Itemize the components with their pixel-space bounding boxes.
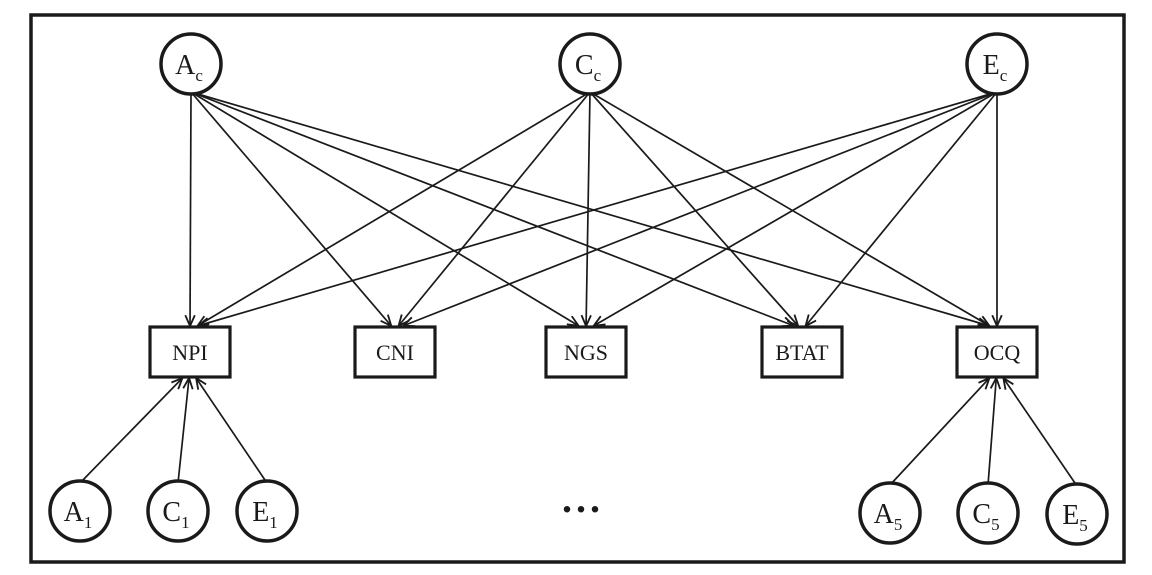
indicator-factor-label-C1: C1: [162, 497, 189, 532]
indicator-factor-label-main-C1: C: [162, 497, 181, 528]
path-arrow-C5-OCQ: [987, 379, 996, 486]
indicator-factor-label-sub-E1: 1: [269, 513, 278, 532]
indicator-factor-label-main-E5: E: [1062, 500, 1079, 531]
observed-label-CNI: CNI: [376, 340, 414, 365]
path-arrow-Ec-CNI: [404, 91, 998, 326]
latent-factor-circle-Cc: [558, 32, 622, 96]
latent-factor-Ec: Ec: [965, 32, 1029, 96]
indicator-factor-label-main-A5: A: [874, 499, 895, 530]
indicator-factor-E1: E1: [235, 479, 299, 543]
path-arrow-Ec-NGS: [594, 91, 998, 326]
observed-box-BTAT: BTAT: [760, 325, 844, 379]
indicator-factor-circle-C5: [956, 481, 1020, 545]
indicator-factor-label-main-E1: E: [252, 497, 269, 528]
indicator-factor-circle-E1: [235, 479, 299, 543]
path-arrow-Ac-NGS: [190, 91, 578, 326]
figure-border: [29, 13, 1126, 564]
latent-factor-label-sub-Ac: c: [195, 66, 203, 85]
indicator-factor-label-A1: A1: [64, 497, 93, 532]
observed-box-CNI: CNI: [353, 325, 437, 379]
path-arrow-Cc-OCQ: [589, 91, 989, 326]
indicator-factor-circle-A5: [858, 481, 922, 545]
observed-label-BTAT: BTAT: [775, 340, 829, 365]
indicator-factor-C1: C1: [146, 479, 210, 543]
latent-factor-label-sub-Cc: c: [594, 66, 602, 85]
latent-factor-label-Cc: Cc: [575, 50, 602, 85]
latent-factor-label-Ec: Ec: [983, 50, 1008, 85]
indicator-factor-label-main-A1: A: [64, 497, 85, 528]
latent-factor-label-sub-Ec: c: [1000, 66, 1008, 85]
latent-factor-circle-Ac: [159, 32, 223, 96]
observed-rect-OCQ: [955, 325, 1039, 379]
path-arrow-A5-OCQ: [889, 379, 989, 486]
latent-factor-Cc: Cc: [558, 32, 622, 96]
path-arrow-Ec-NPI: [199, 91, 998, 326]
indicator-factor-label-sub-C1: 1: [181, 513, 190, 532]
indicator-factor-label-E5: E5: [1062, 500, 1088, 535]
indicator-factor-circle-C1: [146, 479, 210, 543]
indicator-factor-label-sub-C5: 5: [991, 515, 1000, 534]
indicator-factor-A1: A1: [48, 479, 112, 543]
indicator-factor-E5: E5: [1045, 482, 1109, 546]
path-arrow-Ac-OCQ: [190, 91, 988, 326]
path-arrow-A1-NPI: [79, 379, 182, 484]
indicator-factor-label-E1: E1: [252, 497, 278, 532]
path-arrow-Cc-CNI: [399, 91, 591, 326]
latent-factor-label-main-Ec: E: [983, 50, 1000, 81]
indicator-factor-label-A5: A5: [874, 499, 903, 534]
observed-box-NPI: NPI: [148, 325, 232, 379]
observed-label-OCQ: OCQ: [974, 340, 1021, 365]
indicator-factor-label-C5: C5: [972, 499, 999, 534]
path-arrow-E1-NPI: [196, 379, 268, 484]
observed-rect-BTAT: [760, 325, 844, 379]
indicator-factor-circle-E5: [1045, 482, 1109, 546]
latent-factor-label-main-Ac: A: [175, 50, 196, 81]
observed-rect-NGS: [544, 325, 628, 379]
latent-factor-label-Ac: Ac: [175, 50, 203, 85]
path-arrow-C1-NPI: [177, 379, 189, 484]
path-arrow-E5-OCQ: [1004, 379, 1078, 487]
path-arrow-Cc-NPI: [198, 91, 591, 326]
latent-factor-circle-Ec: [965, 32, 1029, 96]
latent-factor-Ac: Ac: [159, 32, 223, 96]
indicator-factor-label-main-C5: C: [972, 499, 991, 530]
path-arrow-Ac-CNI: [190, 91, 391, 326]
path-arrow-Cc-NGS: [586, 91, 590, 326]
path-arrow-Cc-BTAT: [589, 91, 798, 326]
path-arrow-Ac-BTAT: [190, 91, 793, 326]
observed-box-OCQ: OCQ: [955, 325, 1039, 379]
observed-box-NGS: NGS: [544, 325, 628, 379]
indicator-factor-A5: A5: [858, 481, 922, 545]
indicator-factor-label-sub-A5: 5: [894, 515, 903, 534]
ellipsis-label: ...: [562, 476, 604, 521]
observed-label-NGS: NGS: [564, 340, 608, 365]
path-arrow-Ec-BTAT: [806, 91, 998, 326]
latent-factor-label-main-Cc: C: [575, 50, 594, 81]
observed-rect-CNI: [353, 325, 437, 379]
indicator-factor-label-sub-A1: 1: [84, 513, 93, 532]
indicator-factor-C5: C5: [956, 481, 1020, 545]
path-arrow-Ac-NPI: [190, 91, 191, 326]
observed-rect-NPI: [148, 325, 232, 379]
observed-label-NPI: NPI: [172, 340, 207, 365]
indicator-factor-circle-A1: [48, 479, 112, 543]
indicator-factor-label-sub-E5: 5: [1079, 516, 1088, 535]
